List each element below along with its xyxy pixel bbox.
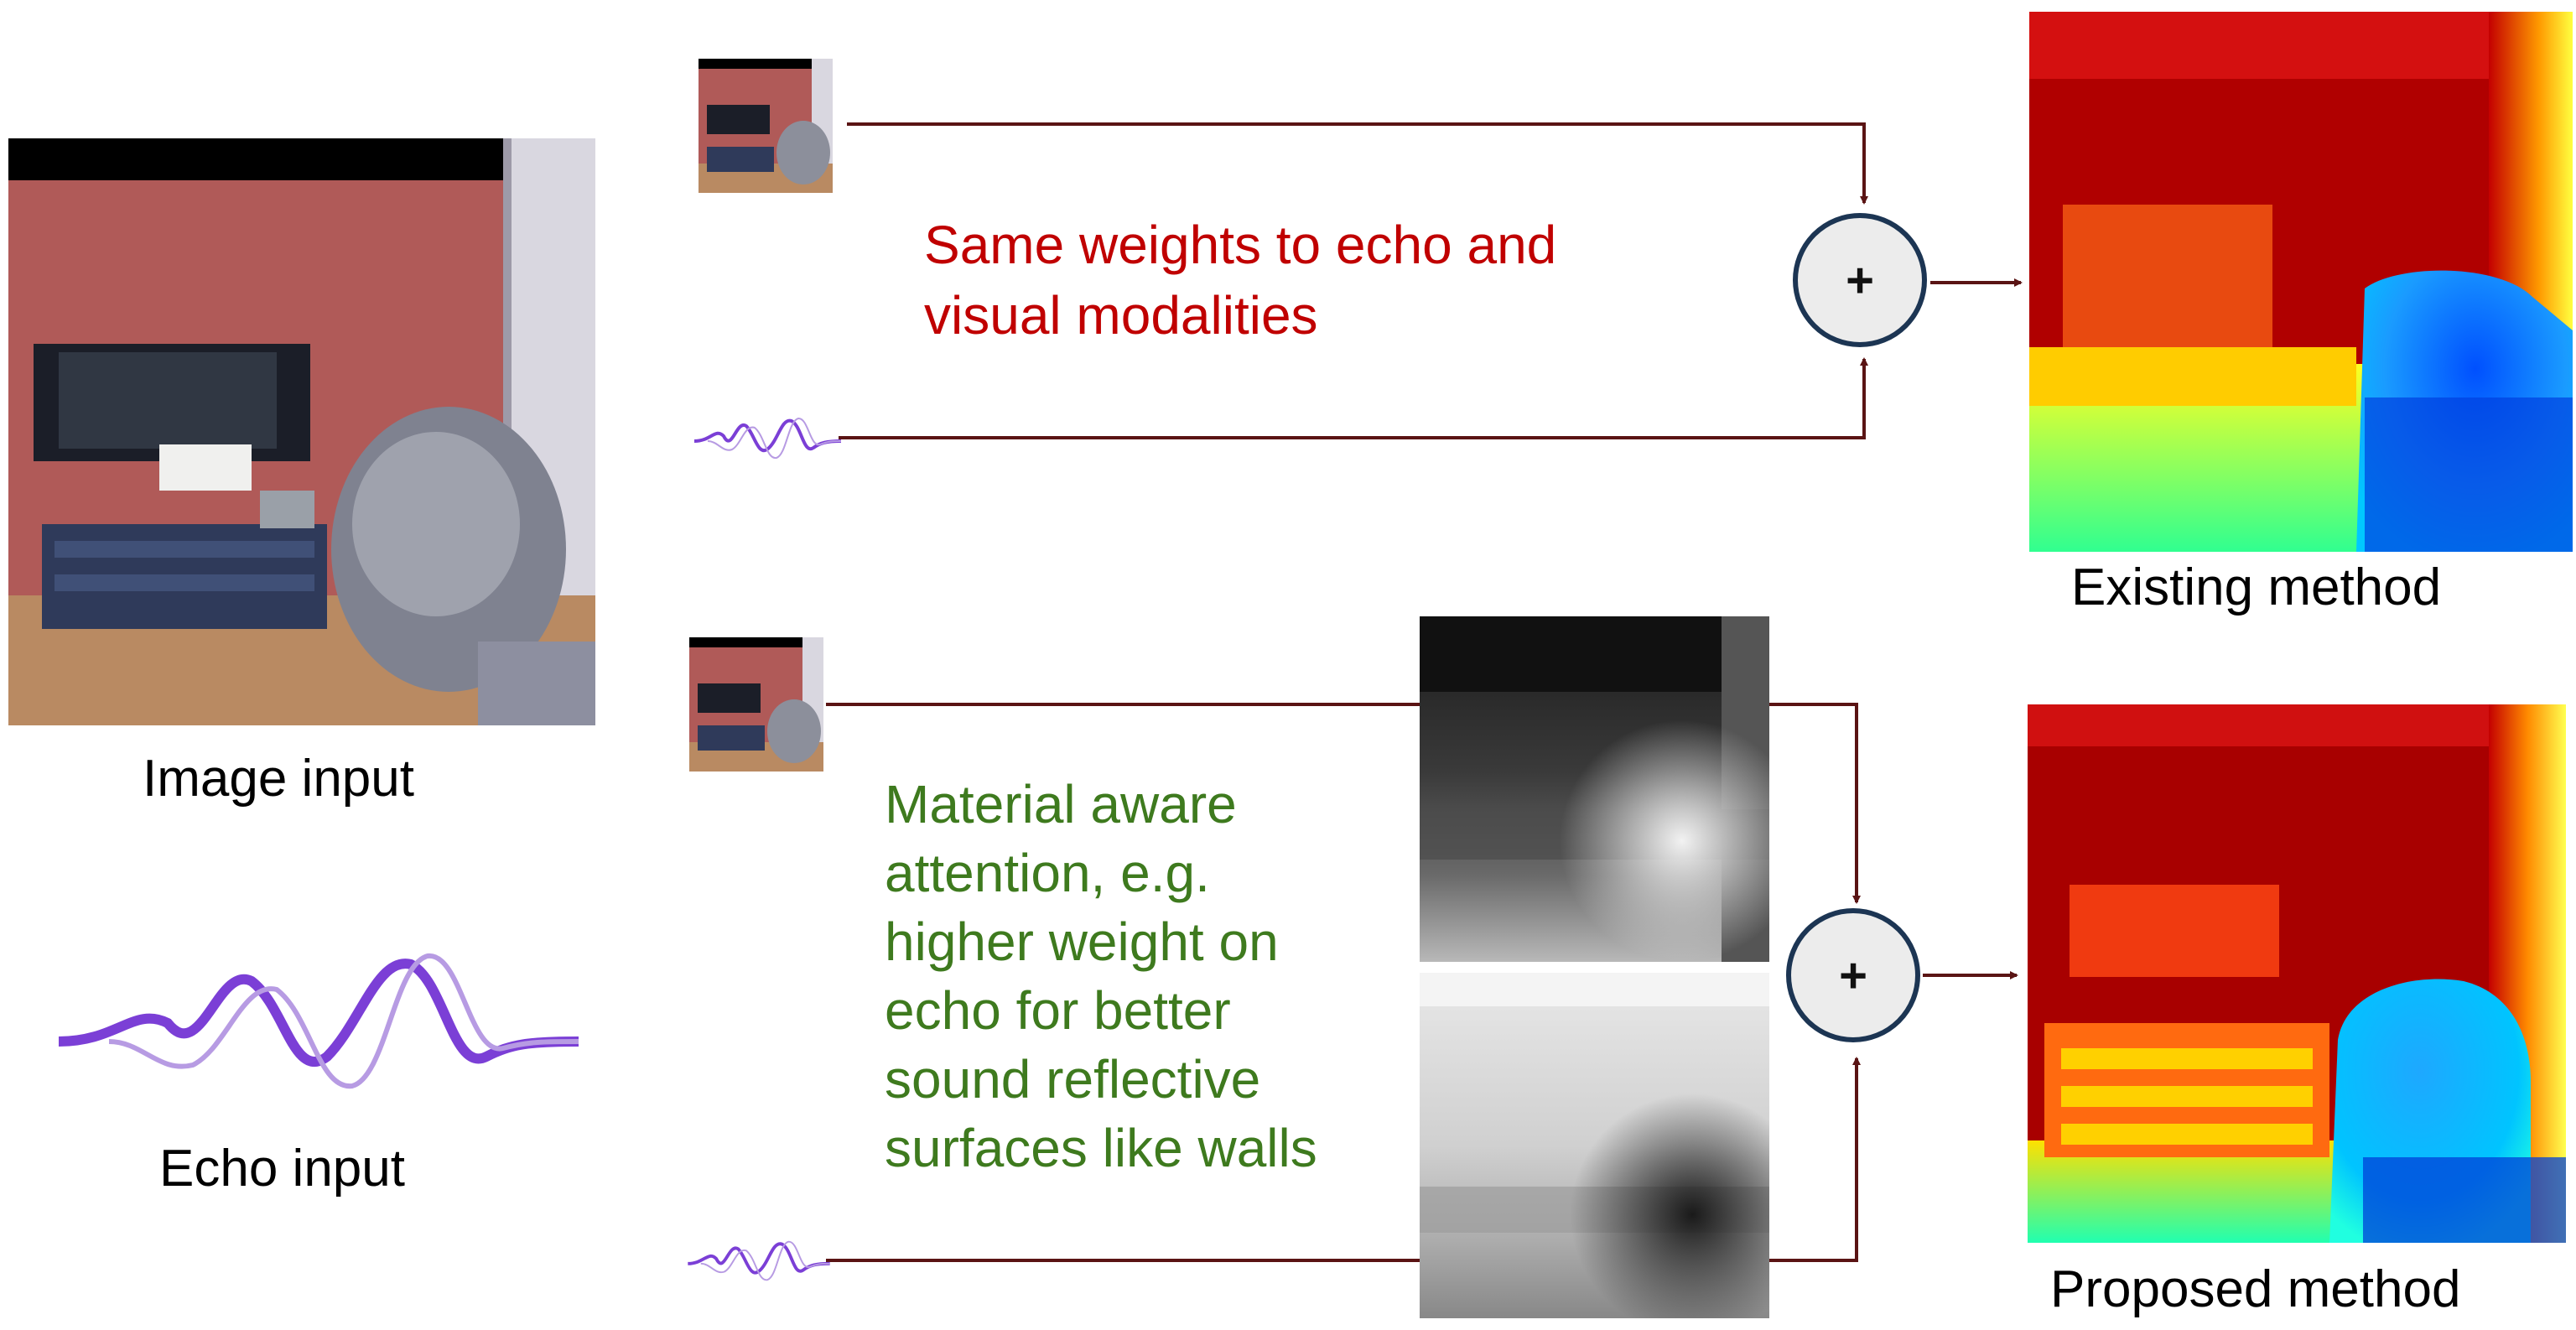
- bottom-annotation: Material aware attention, e.g. higher we…: [885, 770, 1317, 1182]
- top-annotation-line: visual modalities: [924, 285, 1318, 345]
- echo-input-waveform: [59, 953, 579, 1089]
- proposed-method-depth-map: [2028, 704, 2566, 1243]
- bottom-echo-thumbnail: [688, 1240, 830, 1281]
- echo-input-label: Echo input: [159, 1140, 405, 1198]
- top-annotation: Same weights to echo and visual modaliti…: [924, 210, 1556, 351]
- top-echo-connector: [839, 357, 1868, 439]
- proposed-method-label: Proposed method: [2050, 1260, 2461, 1318]
- plus-icon: +: [1846, 252, 1874, 308]
- top-echo-thumbnail: [694, 418, 841, 459]
- top-image-connector: [847, 122, 1868, 205]
- bottom-map-to-fusion: [1769, 703, 1861, 904]
- bottom-image-thumbnail: [689, 637, 823, 772]
- existing-method-depth-map: [2029, 12, 2573, 552]
- plus-icon: +: [1839, 948, 1867, 1003]
- top-fusion-node: +: [1793, 213, 1927, 347]
- bottom-annotation-line: echo for better: [885, 980, 1231, 1041]
- image-attention-map: [1420, 616, 1769, 962]
- image-input-scene: [8, 138, 595, 725]
- echo-attention-map: [1420, 973, 1769, 1318]
- bottom-annotation-line: Material aware: [885, 774, 1237, 834]
- bottom-annotation-line: attention, e.g.: [885, 843, 1210, 903]
- bottom-annotation-line: surfaces like walls: [885, 1118, 1317, 1178]
- bottom-fusion-node: +: [1786, 908, 1920, 1042]
- top-image-thumbnail: [699, 59, 833, 193]
- top-annotation-line: Same weights to echo and: [924, 215, 1557, 275]
- bottom-annotation-line: higher weight on: [885, 912, 1279, 972]
- bottom-annotation-line: sound reflective: [885, 1049, 1261, 1109]
- image-input-label: Image input: [143, 750, 414, 808]
- existing-method-label: Existing method: [2071, 558, 2442, 616]
- bottom-echo-to-fusion: [1769, 1057, 1861, 1262]
